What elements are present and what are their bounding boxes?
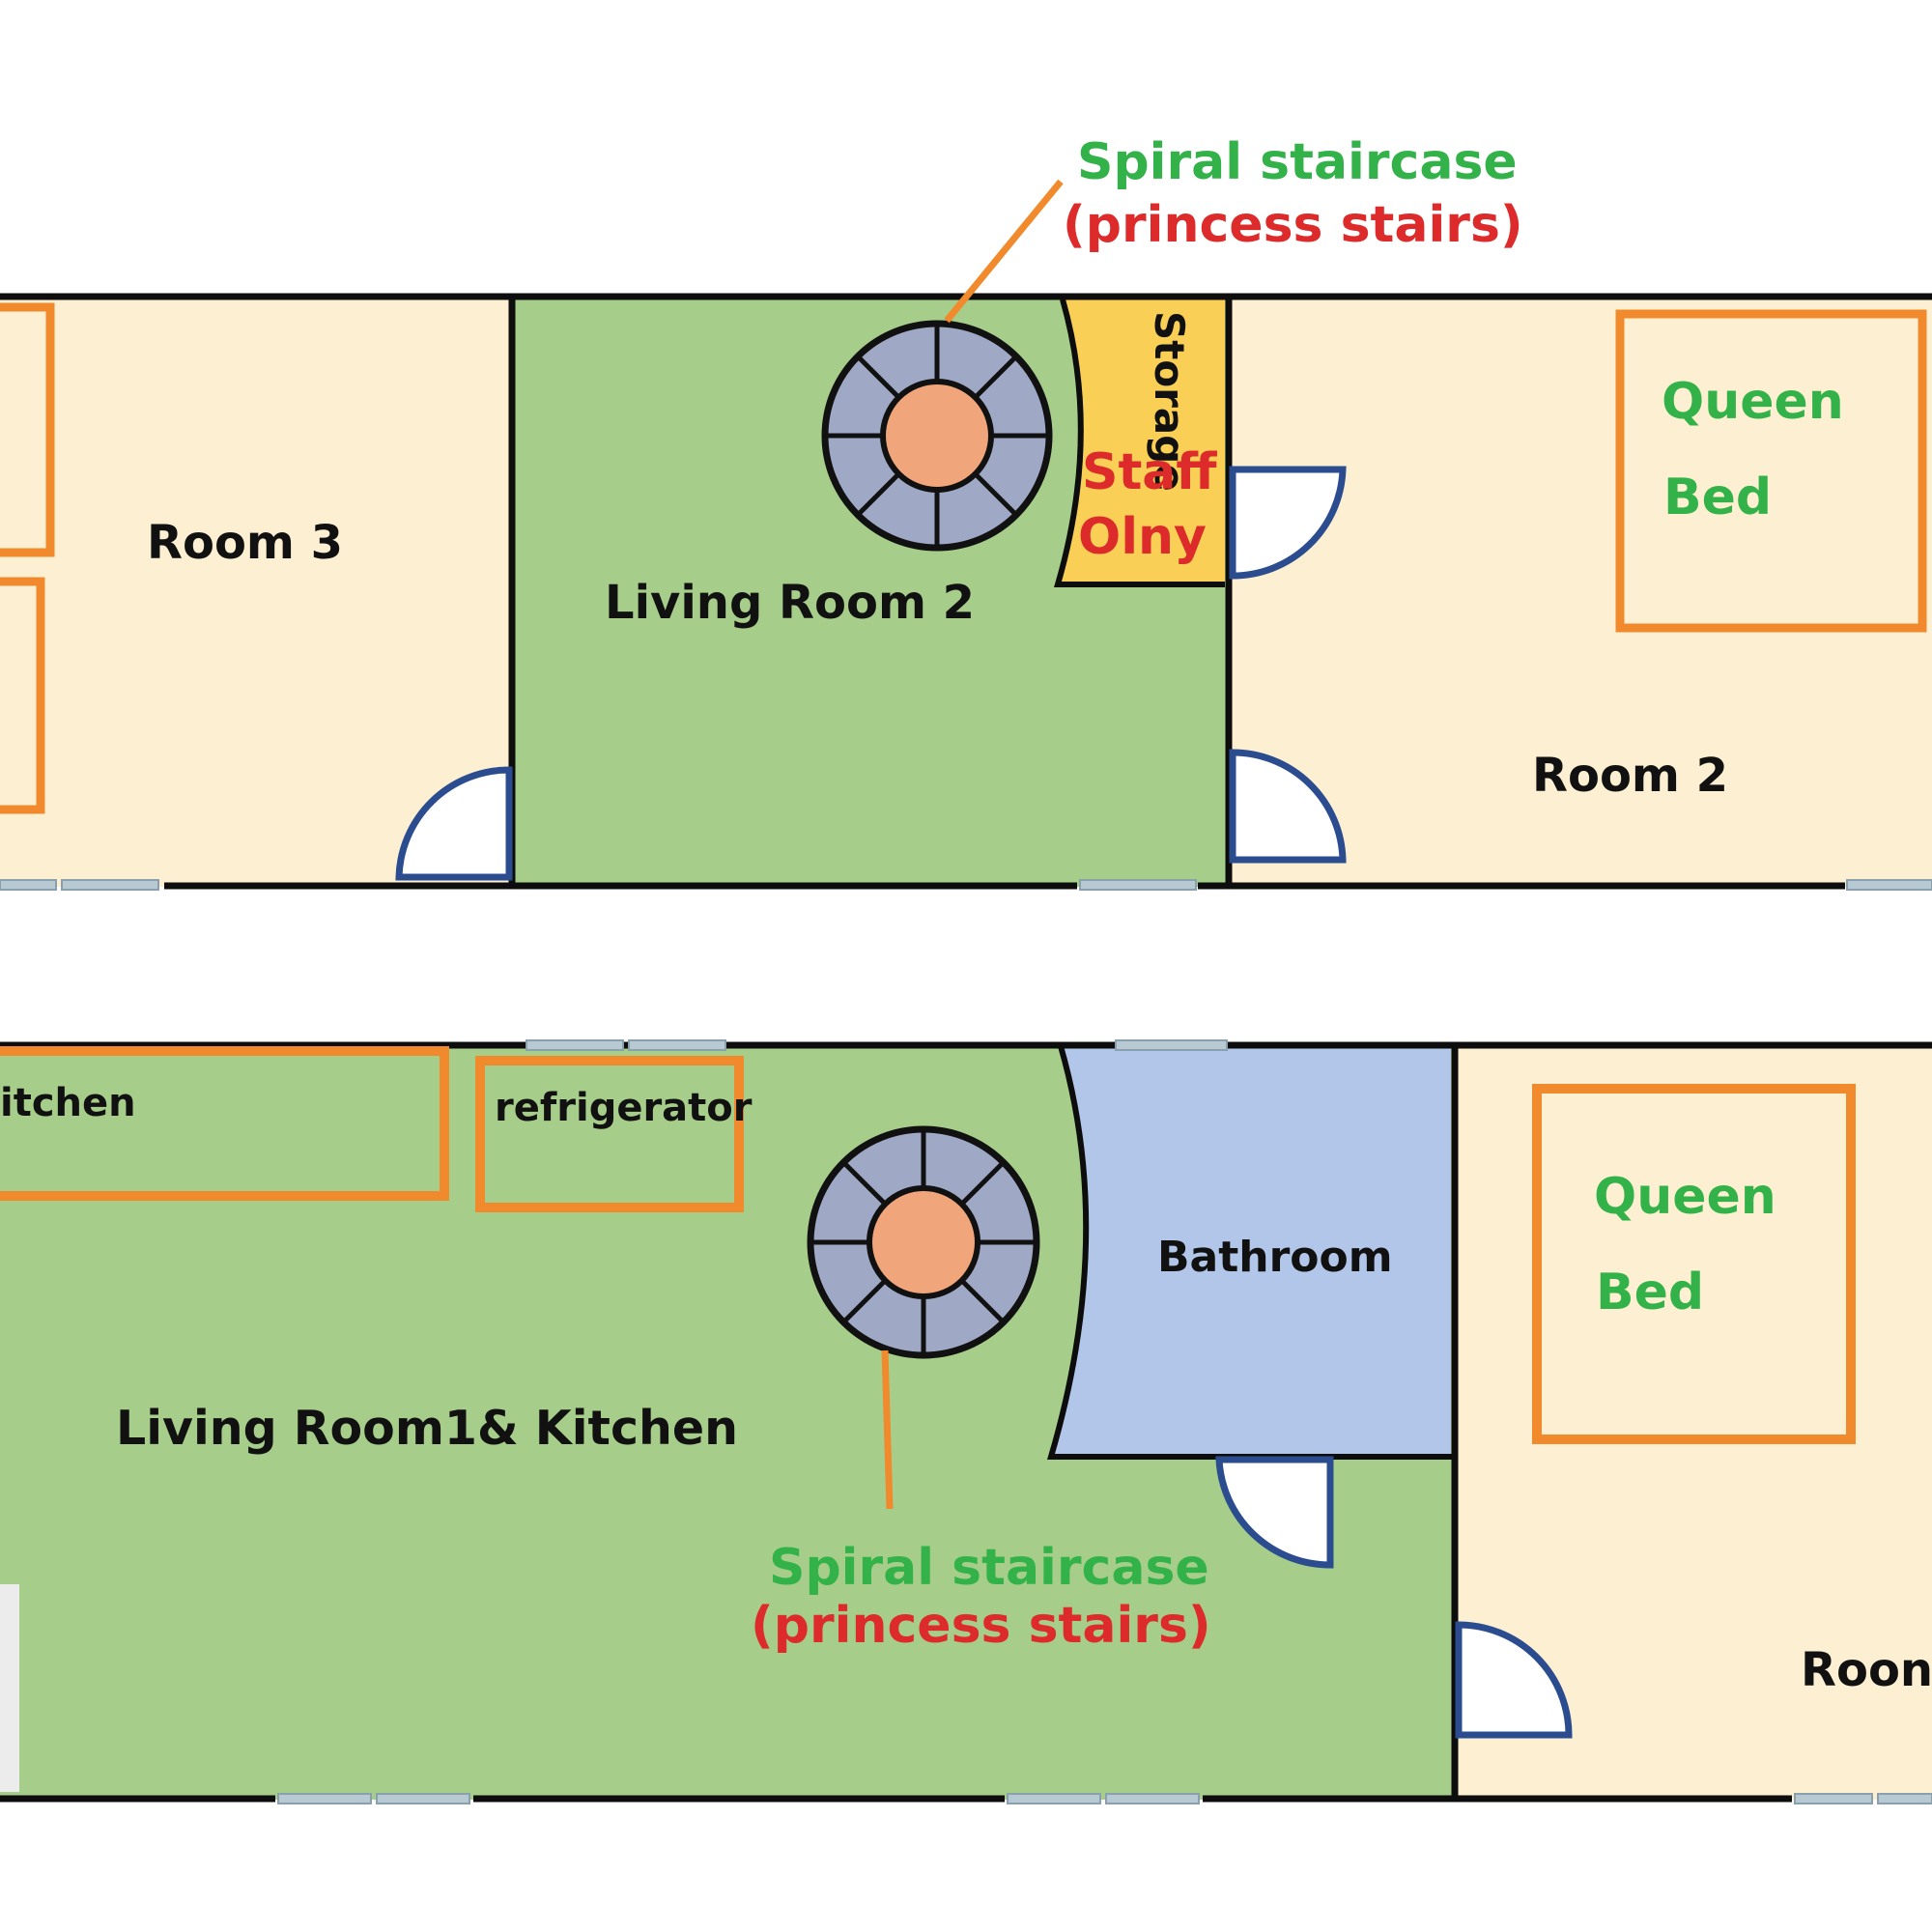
kitchen-counter-outline [0,1046,449,1201]
storage-wall [1054,298,1225,587]
staff-only-line1: Staff [1082,443,1217,501]
storage-label: Storage [1146,311,1193,492]
room-label-partial: Roon [1801,1643,1932,1697]
leader-line [944,179,1064,324]
living-kitchen-label: Living Room1& Kitchen [116,1401,738,1456]
kitchen-label: itchen [0,1081,136,1125]
queen-bed-line2: Bed [1663,469,1772,526]
storage-area [1058,299,1225,584]
door [1455,1621,1573,1739]
bathroom-label: Bathroom [1157,1233,1393,1282]
queen-bed-line1: Queen [1662,373,1844,431]
window [0,879,159,891]
window [526,1039,726,1051]
window [1846,879,1932,891]
door [1215,1456,1334,1569]
room3-label: Room 3 [147,516,343,570]
queen-bed-line1: Queen [1594,1168,1776,1226]
door [395,766,513,881]
queen-bed-line2: Bed [1596,1264,1704,1321]
queen-bed-outline [1615,309,1927,633]
spiral-staircase [821,320,1053,552]
room2-area [1229,298,1932,887]
staff-only-line2: Olny [1078,508,1207,566]
refrigerator-label: refrigerator [495,1086,753,1130]
window [277,1793,470,1804]
stair-label-line2: (princess stairs) [1063,196,1523,254]
door [1229,466,1347,580]
stair-label-line1: Spiral staircase [1077,133,1518,191]
spiral-staircase [807,1125,1040,1359]
upper-floor: Spiral staircase (princess stairs) Stora… [0,133,1932,891]
queen-bed-outline [1532,1084,1856,1444]
window [1794,1793,1932,1804]
door [1229,749,1347,864]
refrigerator-outline [475,1056,744,1212]
room3-area [0,298,512,887]
stair-label-line2: (princess stairs) [751,1597,1211,1655]
left-block [0,1584,19,1792]
bathroom-wall [1046,1045,1454,1460]
stair-label-line1: Spiral staircase [769,1539,1209,1597]
window [1079,879,1197,891]
bed-outline [0,302,55,557]
window [1007,1793,1200,1804]
room2-label: Room 2 [1532,749,1728,803]
window [1115,1039,1228,1051]
bed-outline [0,577,45,814]
lower-floor: itchen refrigerator Bathroom Living Room… [0,1039,1932,1804]
bathroom-area [1051,1046,1451,1457]
living-room2-label: Living Room 2 [605,576,975,630]
leader-line [881,1350,894,1510]
